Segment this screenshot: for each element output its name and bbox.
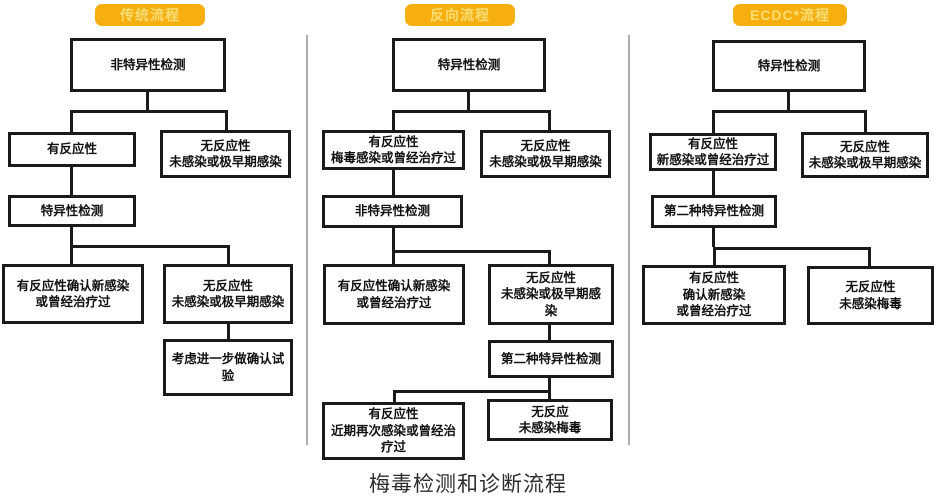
box-second-specific-test: 第二种特异性检测: [488, 340, 614, 378]
connector-line: [70, 248, 73, 264]
connector-line: [713, 250, 716, 265]
connector-line: [548, 325, 551, 340]
box-nonreactive-no-syphilis: 无反应性 未感染梅毒: [807, 266, 934, 325]
connector-line: [227, 248, 230, 264]
connector-line: [392, 228, 395, 250]
connector-line: [548, 378, 551, 390]
box-specific-test: 特异性检测: [392, 38, 546, 92]
header-reverse-process: 反向流程: [405, 4, 515, 26]
box-nonspecific-test: 非特异性检测: [70, 38, 226, 92]
box-specific-test: 特异性检测: [712, 40, 866, 92]
box-nonreactive-uninfected: 无反应性 未感染或极早期感染: [160, 130, 291, 178]
connector-line: [392, 250, 551, 253]
connector-line: [392, 112, 395, 130]
connector-line: [864, 112, 867, 132]
connector-line: [713, 247, 871, 250]
connector-line: [712, 228, 715, 247]
box-reactive-syphilis-or-treated: 有反应性 梅毒感染或曾经治疗过: [322, 130, 465, 170]
connector-line: [70, 167, 73, 195]
box-specific-test: 特异性检测: [8, 195, 136, 227]
box-reactive-confirmed-infection: 有反应性 确认新感染 或曾经治疗过: [642, 265, 786, 325]
box-reactive: 有反应性: [8, 132, 136, 167]
box-consider-confirmatory-test: 考虑进一步做确认试 验: [163, 339, 293, 396]
connector-line: [548, 393, 551, 399]
column-divider: [628, 35, 630, 445]
connector-line: [548, 112, 551, 130]
box-nonspecific-test: 非特异性检测: [322, 195, 463, 228]
connector-line: [70, 245, 230, 248]
box-reactive-confirmed-infection: 有反应性确认新感染 或曾经治疗过: [323, 264, 465, 325]
box-nonreactive-uninfected: 无反应性 未感染或极早期感染: [480, 130, 611, 178]
connector-line: [393, 390, 551, 393]
connector-line: [70, 112, 73, 132]
diagram-title: 梅毒检测和诊断流程: [369, 473, 567, 496]
box-reactive-new-or-treated: 有反应性 新感染或曾经治疗过: [649, 133, 777, 171]
header-traditional-process: 传统流程: [95, 4, 205, 26]
connector-line: [225, 112, 228, 130]
connector-line: [392, 110, 551, 113]
connector-line: [70, 110, 228, 113]
connector-line: [712, 171, 715, 195]
box-nonreactive-uninfected: 无反应性 未感染或极早期感染: [801, 132, 929, 178]
box-nonreactive-early-infection: 无反应性 未感染或极早期感染: [163, 264, 293, 324]
header-ecdc-process: ECDC*流程: [733, 4, 847, 26]
connector-line: [70, 227, 73, 245]
box-nonreactive-no-syphilis: 无反应 未感染梅毒: [487, 399, 613, 441]
column-divider: [306, 35, 308, 445]
box-second-specific-test: 第二种特异性检测: [651, 195, 777, 228]
connector-line: [548, 253, 551, 264]
connector-line: [868, 250, 871, 266]
connector-line: [146, 92, 149, 110]
connector-line: [787, 92, 790, 110]
box-reactive-confirmed-infection: 有反应性确认新感染 或曾经治疗过: [2, 264, 144, 324]
connector-line: [393, 393, 396, 402]
connector-line: [227, 324, 230, 339]
box-reactive-recent-reinfection: 有反应性 近期再次感染或曾经治 疗过: [322, 402, 465, 460]
connector-line: [392, 170, 395, 195]
connector-line: [392, 253, 395, 264]
connector-line: [467, 92, 470, 110]
connector-line: [712, 112, 715, 133]
box-nonreactive-early-infection: 无反应性 未感染或极早期感染: [488, 264, 614, 325]
connector-line: [712, 110, 867, 113]
